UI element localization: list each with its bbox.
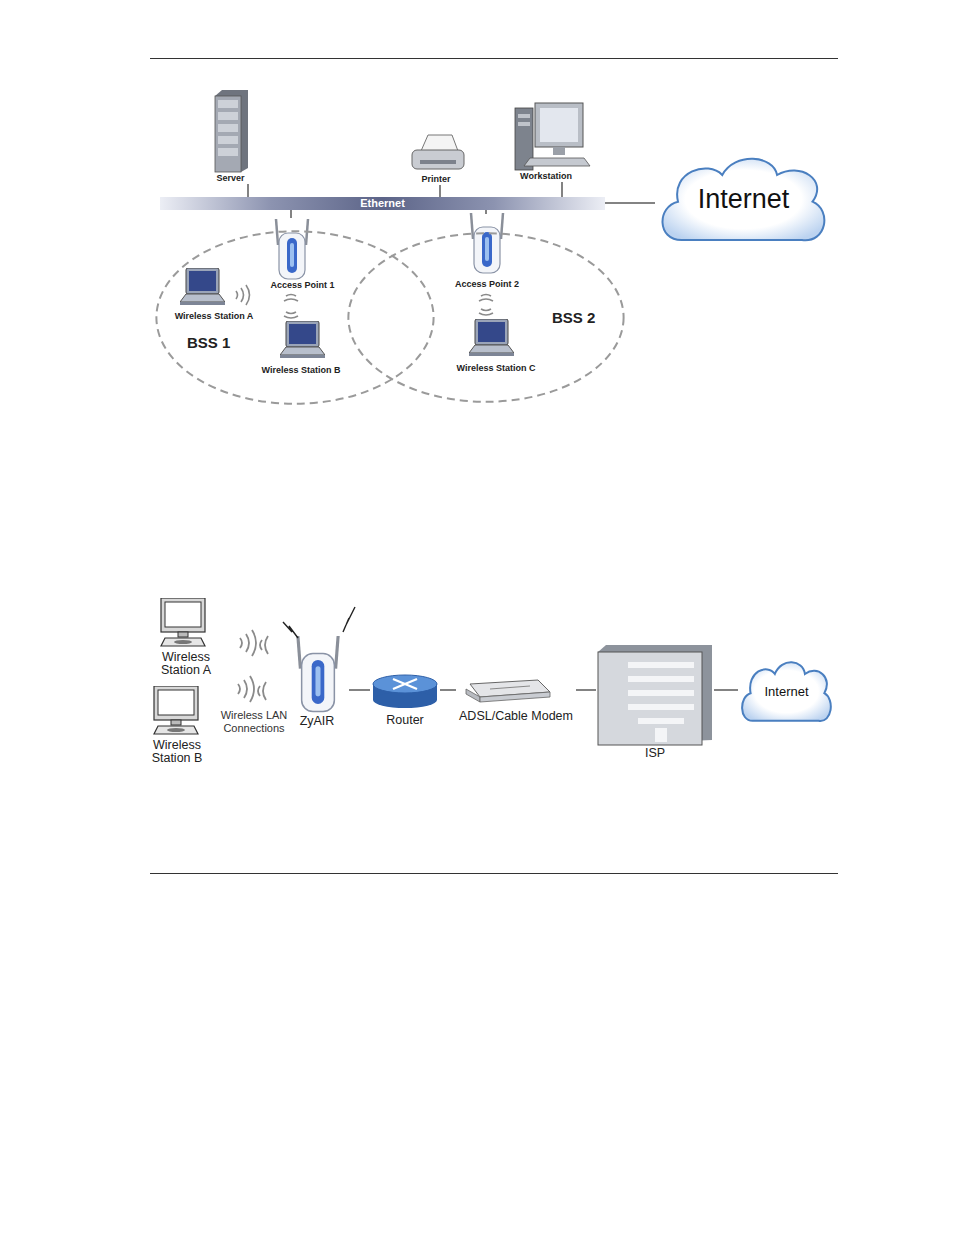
network-link	[440, 185, 441, 197]
network-link	[248, 184, 249, 197]
node-label: Printer	[421, 175, 450, 185]
internet-cloud: Internet	[655, 150, 832, 250]
annotation: Wireless LAN Connections	[212, 709, 296, 734]
ethernet-band: Ethernet	[160, 197, 605, 210]
network-link	[562, 182, 563, 197]
network-link	[440, 690, 456, 691]
node-label: ISP	[645, 747, 665, 761]
device: Access Point 2	[450, 214, 524, 290]
node-label: Ethernet	[360, 197, 405, 209]
device: Wireless Station C	[452, 316, 540, 374]
device: ISP	[596, 643, 714, 761]
node-label: BSS 2	[552, 310, 595, 327]
node-label: Wireless Station B	[144, 739, 210, 767]
device: Access Point 1	[265, 218, 340, 291]
network-link	[714, 690, 738, 691]
network-link	[576, 690, 596, 691]
node-label: Wireless Station B	[262, 366, 341, 376]
network-link	[349, 690, 370, 691]
node-label: Workstation	[520, 172, 572, 182]
node-label: Access Point 2	[455, 280, 519, 290]
bss-area: BSS 2 Access Point 2 Wireless Station C	[347, 232, 625, 403]
device: Wireless Station B	[144, 684, 210, 766]
device: Wireless Station B	[255, 318, 347, 376]
node-label: BSS 1	[187, 335, 230, 352]
device: Workstation	[505, 100, 587, 182]
device: Router	[370, 672, 440, 728]
node-label: Wireless Station A	[175, 312, 254, 322]
device: Wireless Station A	[153, 596, 219, 678]
node-label: ZyAIR	[300, 715, 335, 729]
node-label: Access Point 1	[270, 281, 334, 291]
network-link	[605, 203, 655, 204]
node-label: Internet	[764, 685, 808, 699]
internet-cloud: Internet	[738, 656, 835, 728]
device: Printer	[405, 133, 467, 185]
device: Server	[208, 88, 253, 184]
device: ZyAIR	[285, 615, 349, 729]
node-label: Wireless Station C	[457, 364, 536, 374]
node-label: Wireless Station A	[153, 651, 219, 679]
node-label: Server	[216, 174, 244, 184]
device: Wireless Station A	[173, 265, 256, 322]
network-link	[291, 210, 292, 218]
device: ADSL/Cable Modem	[456, 678, 576, 724]
node-label: Internet	[698, 185, 790, 215]
node-label: ADSL/Cable Modem	[459, 710, 573, 724]
node-label: Router	[386, 714, 424, 728]
network-link	[486, 210, 487, 214]
